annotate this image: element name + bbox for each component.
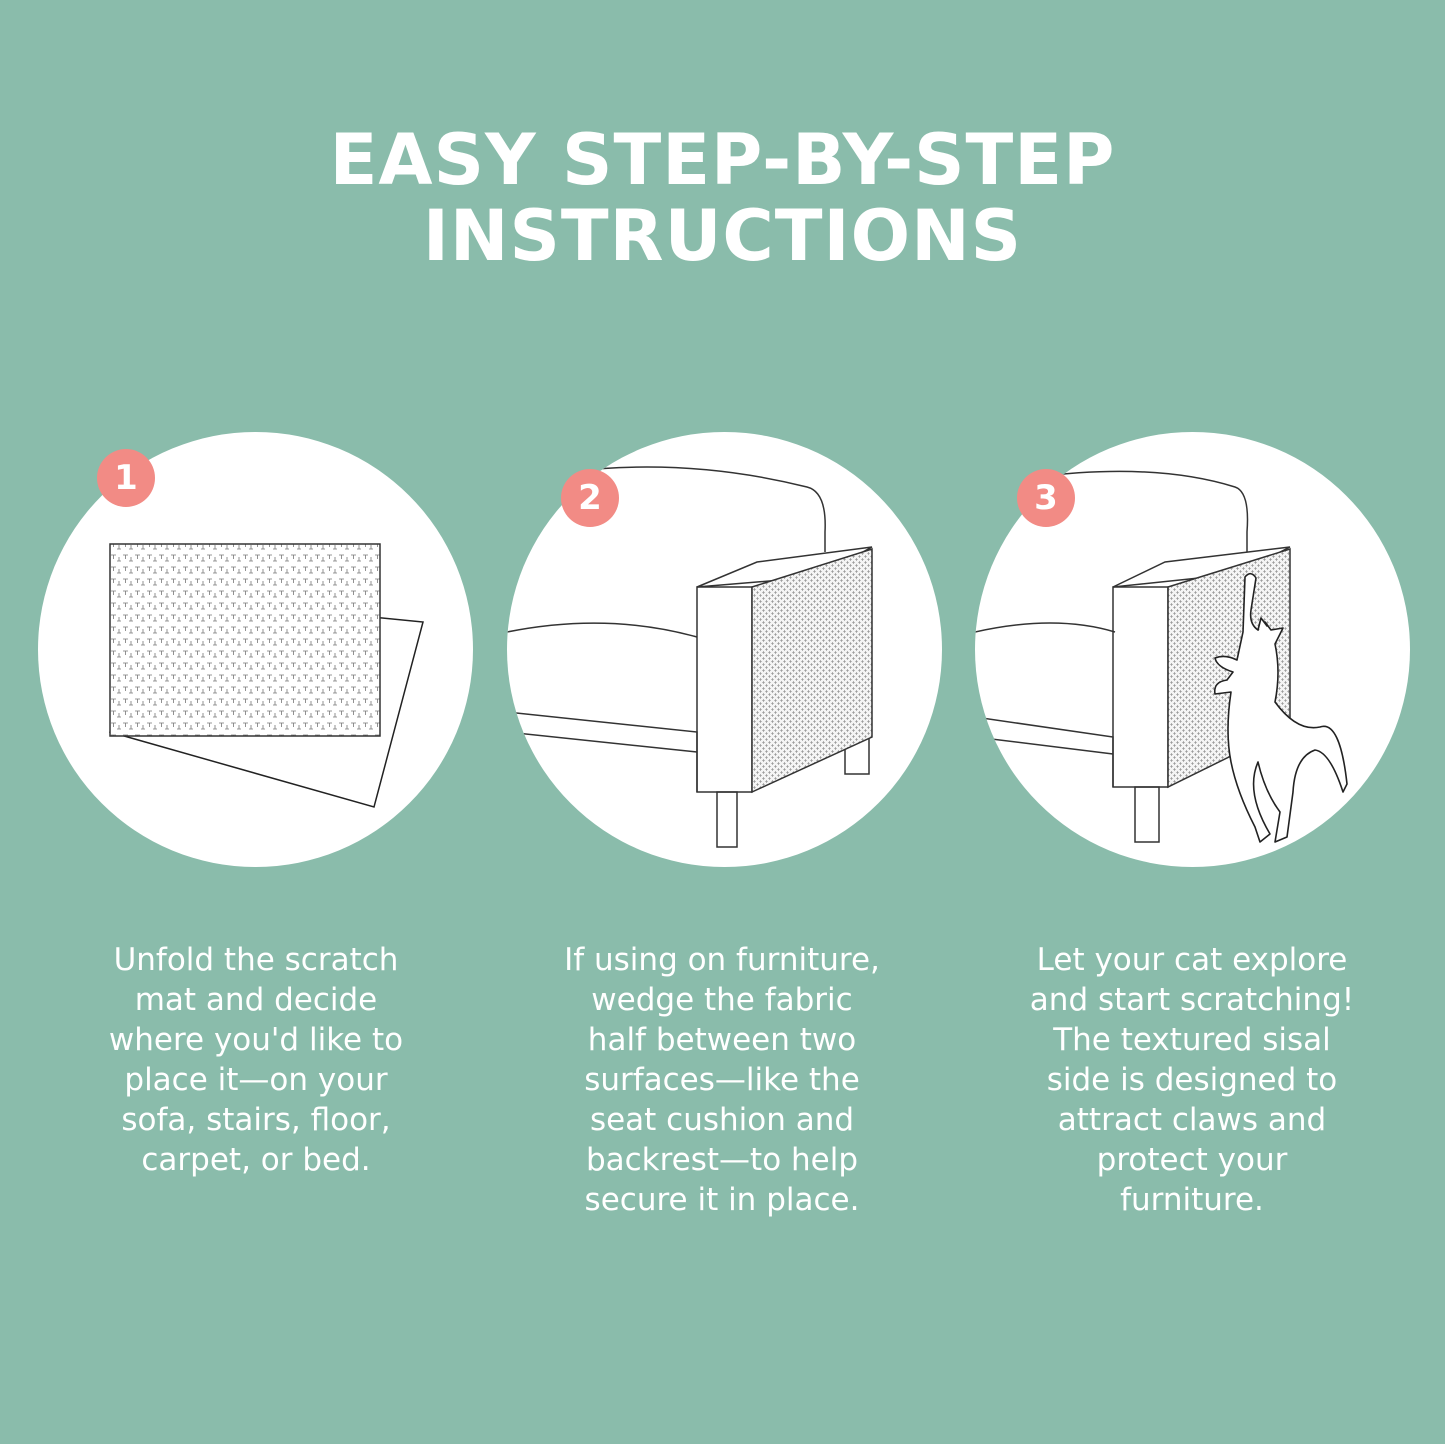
step-2-description: If using on furniture, wedge the fabric … [532,940,912,1220]
step-3-line: side is designed to [1046,1062,1338,1098]
step-2-line: secure it in place. [584,1182,860,1218]
step-1-line: place it—on your [124,1062,388,1098]
scratch-mat-icon [108,543,424,808]
step-2-line: half between two [587,1022,857,1058]
title-line-1: EASY STEP-BY-STEP [329,119,1116,201]
step-3-description: Let your cat explore and start scratchin… [1002,940,1382,1220]
title-line-2: INSTRUCTIONS [422,195,1023,277]
step-2-line: seat cushion and [589,1102,855,1138]
step-3-line: and start scratching! [1029,982,1355,1018]
step-3-line: protect your [1096,1142,1288,1178]
step-3-line: Let your cat explore [1036,942,1348,978]
cat-scratching-icon [975,470,1348,843]
page-title: EASY STEP-BY-STEP INSTRUCTIONS [0,122,1445,274]
step-1-illustration-circle [38,432,473,867]
step-3-line: furniture. [1120,1182,1264,1218]
step-3-line: The textured sisal [1053,1022,1331,1058]
step-1-line: mat and decide [134,982,378,1018]
step-2-line: wedge the fabric [591,982,853,1018]
step-1-description: Unfold the scratch mat and decide where … [66,940,446,1180]
step-1-line: Unfold the scratch [113,942,399,978]
step-1-line: sofa, stairs, floor, [121,1102,391,1138]
step-1-number-badge: 1 [97,449,155,507]
step-1-line: carpet, or bed. [141,1142,371,1178]
step-2-line: surfaces—like the [584,1062,860,1098]
step-3-number-badge: 3 [1017,469,1075,527]
step-2-line: If using on furniture, [564,942,880,978]
sofa-arm-icon [507,466,873,848]
step-3-line: attract claws and [1057,1102,1327,1138]
step-2-line: backrest—to help [585,1142,859,1178]
step-1-line: where you'd like to [108,1022,404,1058]
step-2-number-badge: 2 [561,469,619,527]
